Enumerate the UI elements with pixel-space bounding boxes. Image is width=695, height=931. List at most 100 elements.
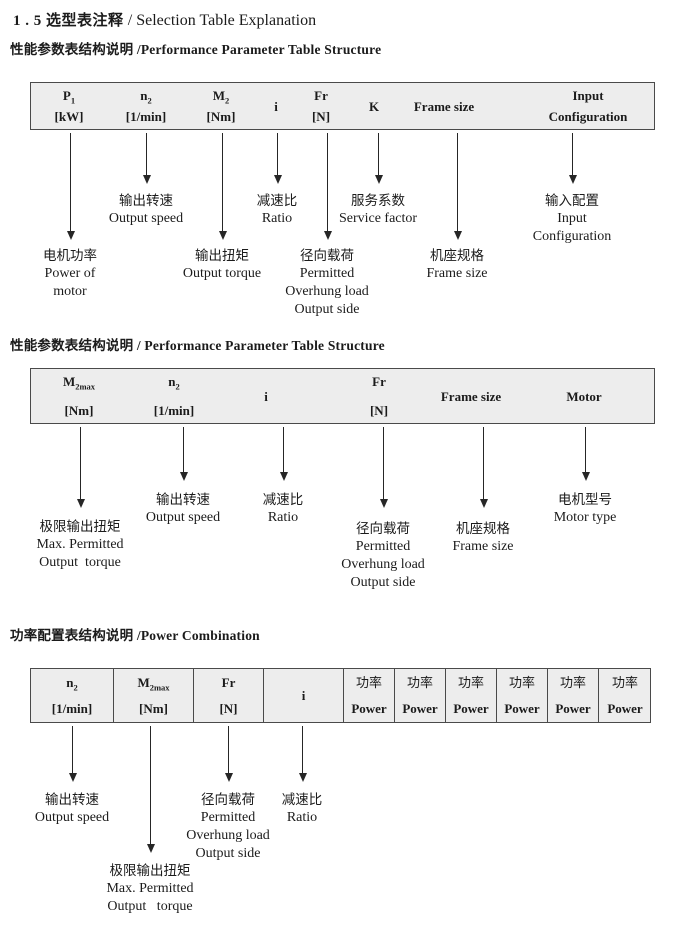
header-text-main: 功率 bbox=[508, 675, 535, 690]
input-configuration-arrowhead-icon bbox=[568, 175, 577, 184]
frame-size-arrow bbox=[457, 133, 458, 232]
ratio-arrow bbox=[283, 427, 284, 473]
power-of-motor-label-line: 电机功率 bbox=[43, 248, 97, 263]
header-text-main: 功率 bbox=[457, 675, 484, 690]
header-text-main: [Nm] bbox=[64, 403, 94, 418]
power-of-motor-label-line: motor bbox=[53, 284, 87, 299]
header-text-main: Power bbox=[504, 701, 540, 716]
max-output-torque-arrow bbox=[80, 427, 81, 500]
frame-size-arrow bbox=[483, 427, 484, 500]
motor-type-arrowhead-icon bbox=[581, 472, 590, 481]
header-text-subscript: 1 bbox=[70, 95, 76, 106]
header-text-main: Input bbox=[572, 88, 604, 103]
header-text-main: P bbox=[62, 88, 71, 103]
service-factor-label-line: Service factor bbox=[338, 211, 418, 226]
output-speed-arrowhead-icon bbox=[68, 773, 77, 782]
power-1-cell: 功率 Power bbox=[344, 669, 395, 722]
header-text: 功率 bbox=[509, 675, 535, 690]
service-factor-arrowhead-icon bbox=[374, 175, 383, 184]
power-of-motor-arrowhead-icon bbox=[66, 231, 75, 240]
header-text: i bbox=[302, 688, 306, 703]
header-text: K bbox=[369, 99, 379, 114]
header-text-main: Power bbox=[351, 701, 387, 716]
header-text-main: i bbox=[301, 688, 306, 703]
overhung-load-label-line: Overhung load bbox=[186, 828, 270, 843]
header-text-main: Power bbox=[555, 701, 591, 716]
frame-size-label-line: Frame size bbox=[426, 266, 488, 281]
overhung-load-label-line: Overhung load bbox=[285, 284, 369, 299]
header-text-main: [N] bbox=[369, 403, 389, 418]
header-text-main: Power bbox=[607, 701, 643, 716]
header-text-main: i bbox=[264, 388, 268, 404]
header-text: Frame size bbox=[414, 99, 474, 114]
header-text: [1/min] bbox=[154, 403, 194, 418]
ratio-arrow bbox=[302, 726, 303, 774]
overhung-load-label-line: Output side bbox=[195, 846, 261, 861]
overhung-load-label-line: 径向载荷 bbox=[201, 792, 255, 807]
motor-type-arrow bbox=[585, 427, 586, 473]
overhung-load-label-line: Permitted bbox=[200, 810, 256, 825]
header-text-main: [kW] bbox=[54, 109, 84, 124]
header-text: Power bbox=[607, 701, 642, 716]
i-cell: i bbox=[264, 669, 344, 722]
header-text: [1/min] bbox=[52, 701, 92, 716]
input-configuration-arrow bbox=[572, 133, 573, 176]
header-text-subscript: 2 bbox=[225, 95, 230, 106]
overhung-load-label-line: Output side bbox=[294, 302, 360, 317]
output-speed-label-line: 输出转速 bbox=[155, 492, 210, 507]
fr-column-header: Fr [N] bbox=[370, 369, 388, 423]
header-text: 功率 bbox=[356, 675, 382, 690]
ratio-label-line: Ratio bbox=[267, 510, 299, 525]
header-text-subscript: 2 bbox=[73, 682, 78, 693]
section-3-heading: 功率配置表结构说明 /Power Combination bbox=[10, 628, 260, 643]
frame-size-arrowhead-icon bbox=[479, 499, 488, 508]
overhung-load-arrow bbox=[383, 427, 384, 500]
header-text: Motor bbox=[566, 389, 601, 404]
header-text-main: [1/min] bbox=[51, 701, 93, 716]
ratio-label-line: 减速比 bbox=[281, 792, 323, 807]
header-text: [Nm] bbox=[65, 403, 94, 418]
header-text-main: M bbox=[137, 675, 150, 690]
output-speed-arrow bbox=[72, 726, 73, 774]
header-text: Fr bbox=[372, 374, 386, 389]
power-4-cell: 功率 Power bbox=[497, 669, 548, 722]
section-2-heading: 性能参数表结构说明 / Performance Parameter Table … bbox=[10, 338, 385, 353]
header-text-main: Fr bbox=[372, 374, 386, 389]
max-output-torque-arrowhead-icon bbox=[146, 844, 155, 853]
power-6-cell: 功率 Power bbox=[599, 669, 651, 722]
header-text: n2 bbox=[168, 374, 179, 391]
header-text-main: n bbox=[168, 374, 176, 389]
header-text-main: Power bbox=[453, 701, 489, 716]
overhung-load-label-line: 径向载荷 bbox=[356, 521, 410, 536]
header-text-subscript: 2max bbox=[149, 682, 170, 693]
frame-size-column-header: Frame size bbox=[441, 369, 501, 423]
frame-size-label-line: 机座规格 bbox=[430, 248, 484, 263]
header-text-main: [1/min] bbox=[153, 403, 195, 418]
power-5-cell: 功率 Power bbox=[548, 669, 599, 722]
input-configuration-label-line: 输入配置 bbox=[544, 193, 599, 208]
overhung-load-label-line: Permitted bbox=[355, 539, 411, 554]
overhung-load-arrow bbox=[228, 726, 229, 774]
n2-cell: n2[1/min] bbox=[31, 669, 114, 722]
output-speed-label-line: Output speed bbox=[34, 810, 110, 825]
output-speed-arrowhead-icon bbox=[179, 472, 188, 481]
header-text-main: 功率 bbox=[559, 675, 586, 690]
ratio-label-line: 减速比 bbox=[256, 193, 298, 208]
header-text-main: 功率 bbox=[406, 675, 433, 690]
max-output-torque-label-line: Max. Permitted bbox=[106, 881, 194, 896]
header-text-main: 功率 bbox=[355, 675, 382, 690]
k-column-header: K bbox=[369, 83, 379, 129]
header-text-main: Motor bbox=[566, 388, 602, 404]
header-text: Power bbox=[351, 701, 386, 716]
header-text: [1/min] bbox=[126, 109, 166, 124]
header-text-main: 功率 bbox=[611, 675, 638, 690]
